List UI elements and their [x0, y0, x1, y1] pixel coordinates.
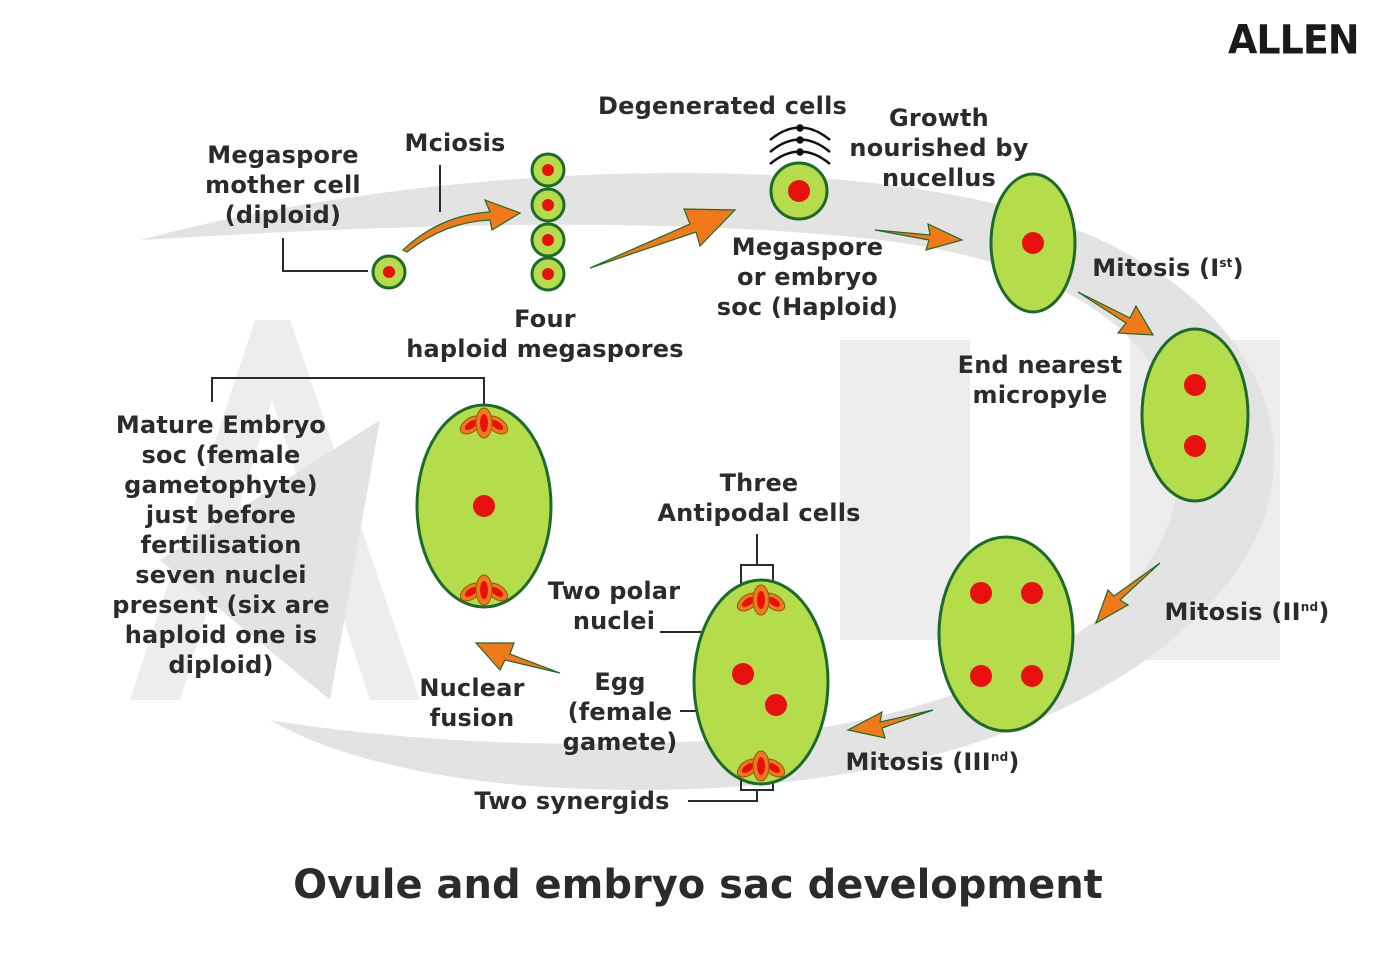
label-egg-female-gamete: Egg (female gamete): [562, 668, 678, 756]
label-degenerated-cells: Degenerated cells: [598, 92, 847, 120]
arrow-mitosis3: [846, 709, 934, 739]
arrow-meiosis: [401, 198, 522, 253]
label-meiosis: Mciosis: [404, 129, 506, 157]
label-growth-nucellus: Growth nourished by nucellus: [849, 104, 1029, 192]
label-megaspore-mother-cell: Megaspore mother cell (diploid): [205, 141, 361, 229]
embryo-sac-8-nuclei: [692, 578, 830, 786]
diagram-title: Ovule and embryo sac development: [293, 862, 1103, 908]
arrow-nuclear-fusion: [474, 642, 561, 674]
label-mature-embryo-sac: Mature Embryo soc (female gametophyte) j…: [112, 411, 330, 679]
arrow-to-megaspore: [589, 208, 737, 269]
four-megaspores: [530, 152, 566, 292]
arrow-growth: [874, 222, 964, 251]
background-arrowhead: [160, 420, 380, 700]
degenerated-cells: [769, 124, 831, 165]
embryo-sac-4-nuclei: [937, 535, 1075, 733]
label-megaspore-haploid: Megaspore or embryo soc (Haploid): [716, 233, 899, 321]
functional-megaspore: [769, 161, 829, 221]
label-antipodal-cells: Three Antipodal cells: [657, 469, 861, 527]
label-mitosis-2: Mitosis (IInd): [1164, 598, 1330, 626]
arrow-mitosis2: [1094, 562, 1161, 625]
arrows: [401, 198, 1161, 739]
allen-logo: ALLEN: [1228, 16, 1360, 64]
label-four-haploid-megaspores: Four haploid megaspores: [406, 305, 684, 363]
embryo-sac-1-nucleus: [989, 172, 1077, 314]
arrow-mitosis1: [1077, 291, 1155, 336]
megaspore-mother-cell: [371, 254, 407, 290]
mature-embryo-sac: [415, 403, 553, 609]
label-two-synergids: Two synergids: [474, 787, 670, 815]
label-mitosis-1: Mitosis (Ist): [1092, 254, 1244, 282]
label-mitosis-3: Mitosis (IIInd): [845, 748, 1020, 776]
label-two-polar-nuclei: Two polar nuclei: [547, 577, 681, 635]
label-end-nearest-micropyle: End nearest micropyle: [957, 351, 1123, 409]
embryo-sac-2-nuclei: [1140, 327, 1250, 503]
label-nuclear-fusion: Nuclear fusion: [419, 674, 525, 732]
